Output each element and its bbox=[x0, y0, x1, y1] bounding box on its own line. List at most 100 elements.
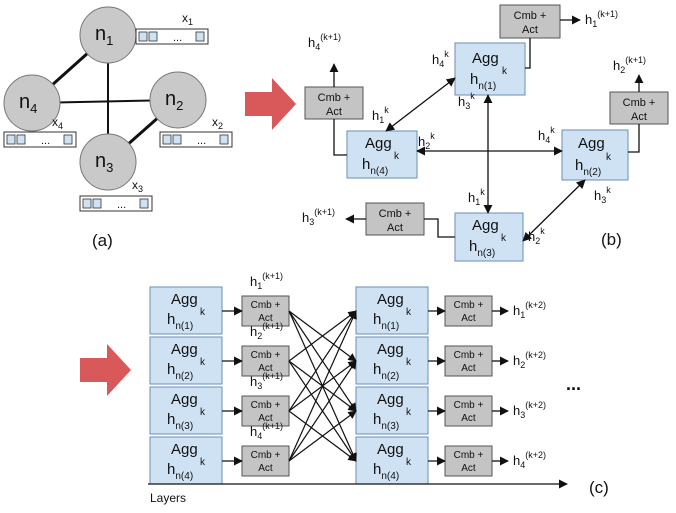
transition-arrow-a-b bbox=[245, 78, 296, 130]
svg-text:n2: n2 bbox=[165, 88, 183, 113]
agg-label-c-l2-3: Agg bbox=[377, 391, 404, 408]
agg-box-b-n2: Agg hn(2) k bbox=[561, 129, 629, 181]
panel-label-a: (a) bbox=[92, 231, 113, 250]
connector-b-3 bbox=[424, 218, 455, 238]
svg-text:x4: x4 bbox=[52, 115, 63, 131]
msg-label-b-h3k-top: h3k bbox=[458, 91, 475, 111]
cmb-text1-c-l1-3: Cmb + bbox=[251, 400, 281, 411]
agg-box-b-n4: Agg hn(4) k bbox=[346, 130, 418, 179]
feature-vector-x4: x4 ... bbox=[3, 115, 77, 148]
cmb-box-c-l2-2 bbox=[444, 345, 493, 377]
agg-label-c-l1-3: Agg bbox=[171, 391, 198, 408]
cmb-text2-c-l1-4: Act bbox=[258, 463, 273, 474]
cmb-text2-c-l2-3: Act bbox=[461, 413, 476, 424]
agg-h-c-l1-1: hn(1) bbox=[167, 311, 193, 332]
agg-box-c-l1-n2 bbox=[149, 336, 223, 385]
svg-text:k: k bbox=[502, 66, 508, 77]
output-label-c-l2-h4: h4(k+2) bbox=[513, 450, 546, 470]
svg-text:...: ... bbox=[197, 135, 206, 147]
cmb-text1-c-l1-1: Cmb + bbox=[251, 300, 281, 311]
agg-label-c-l2-1: Agg bbox=[377, 291, 404, 308]
msg-label-b-h4k-right: h4k bbox=[538, 125, 555, 145]
agg-h-c-l2-3: hn(3) bbox=[373, 411, 399, 432]
panel-a: n1 n4 n2 n3 x1 ... x4 ... bbox=[3, 6, 233, 250]
output-label-c-l2-h1: h1(k+2) bbox=[513, 300, 546, 320]
svg-text:n4: n4 bbox=[19, 91, 37, 116]
connector-b-1 bbox=[525, 38, 531, 69]
agg-box-c-l1-n4 bbox=[149, 436, 223, 485]
cmb-text2-c-l1-3: Act bbox=[258, 413, 273, 424]
agg-label-c-l1-1: Agg bbox=[171, 291, 198, 308]
msg-label-b-h1k-left: h1k bbox=[372, 105, 389, 125]
agg-label-c-l1-2: Agg bbox=[171, 341, 198, 358]
cmb-text2-c-l1-1: Act bbox=[258, 313, 273, 324]
agg-label-c-l1-4: Agg bbox=[171, 441, 198, 458]
graph-node-n4: n4 bbox=[3, 74, 61, 132]
agg-k-c-l2-3: k bbox=[406, 407, 412, 418]
panel-b: Agg hn(1) k Agg hn(4) k Agg hn(2) k Agg … bbox=[302, 4, 669, 262]
output-label-c-l2-h2: h2(k+2) bbox=[513, 350, 546, 370]
svg-text:k: k bbox=[501, 233, 507, 244]
svg-text:hn(3): hn(3) bbox=[469, 238, 495, 259]
output-label-c-l1-h4: h4(k+1) bbox=[250, 421, 283, 441]
cmb-text2-c-l2-1: Act bbox=[461, 313, 476, 324]
agg-label-c-l2-2: Agg bbox=[377, 341, 404, 358]
svg-text:Cmb +: Cmb + bbox=[514, 10, 547, 22]
panel-label-b: (b) bbox=[601, 230, 622, 249]
cmb-text1-c-l1-4: Cmb + bbox=[251, 450, 281, 461]
cross-arrow-c-2-1 bbox=[288, 310, 357, 362]
agg-box-c-l1-n3 bbox=[149, 386, 223, 435]
cmb-box-c-l1-1 bbox=[241, 295, 290, 327]
svg-text:hn(2): hn(2) bbox=[575, 157, 601, 178]
agg-h-c-l2-1: hn(1) bbox=[373, 311, 399, 332]
cmb-text1-c-l2-2: Cmb + bbox=[454, 350, 484, 361]
connector-b-4 bbox=[333, 119, 347, 156]
agg-h-c-l1-3: hn(3) bbox=[167, 411, 193, 432]
agg-h-c-l2-2: hn(2) bbox=[373, 361, 399, 382]
svg-text:Cmb +: Cmb + bbox=[379, 208, 412, 220]
agg-k-c-l2-2: k bbox=[406, 357, 412, 368]
svg-text:Agg: Agg bbox=[472, 50, 499, 67]
agg-k-c-l1-1: k bbox=[200, 307, 206, 318]
msg-label-b-h1k-bottom: h1k bbox=[468, 187, 485, 207]
agg-k-c-l1-4: k bbox=[200, 457, 206, 468]
cross-arrow-c-4-3 bbox=[288, 410, 357, 462]
graph-node-n1: n1 bbox=[79, 6, 137, 64]
cmb-box-c-l2-1 bbox=[444, 295, 493, 327]
cmb-text2-c-l2-4: Act bbox=[461, 463, 476, 474]
svg-text:hn(1): hn(1) bbox=[470, 71, 496, 92]
svg-text:Agg: Agg bbox=[365, 135, 392, 152]
feature-vector-x3: x3 ... bbox=[79, 178, 153, 212]
agg-k-c-l2-1: k bbox=[406, 307, 412, 318]
svg-text:x2: x2 bbox=[212, 115, 223, 131]
svg-text:Cmb +: Cmb + bbox=[318, 92, 351, 104]
output-label-b-h1: h1(k+1) bbox=[585, 9, 618, 29]
cmb-box-c-l2-3 bbox=[444, 395, 493, 427]
agg-box-c-l2-n2 bbox=[355, 336, 429, 385]
svg-text:Act: Act bbox=[522, 24, 538, 36]
agg-h-c-l1-2: hn(2) bbox=[167, 361, 193, 382]
cross-arrow-c-3-1 bbox=[288, 310, 357, 412]
agg-h-c-l2-4: hn(4) bbox=[373, 461, 399, 482]
agg-box-b-n3: Agg hn(3) k bbox=[454, 212, 524, 262]
msg-arrow-n2-n3 bbox=[522, 179, 586, 242]
cmb-box-b-3: Cmb + Act bbox=[365, 202, 425, 236]
continuation-ellipsis: ... bbox=[566, 374, 581, 394]
agg-h-c-l1-4: hn(4) bbox=[167, 461, 193, 482]
graph-node-n3: n3 bbox=[79, 133, 137, 191]
svg-text:n3: n3 bbox=[95, 150, 113, 175]
output-label-b-h2: h2(k+1) bbox=[613, 55, 646, 75]
cmb-text1-c-l2-3: Cmb + bbox=[454, 400, 484, 411]
svg-text:hn(4): hn(4) bbox=[362, 156, 388, 177]
svg-text:Agg: Agg bbox=[472, 217, 499, 234]
output-label-c-l1-h2: h2(k+1) bbox=[250, 321, 283, 341]
layers-label: Layers bbox=[150, 491, 186, 505]
cmb-text1-c-l2-1: Cmb + bbox=[454, 300, 484, 311]
msg-label-b-h2k-left: h2k bbox=[418, 131, 435, 151]
transition-arrow-to-c bbox=[80, 344, 131, 396]
msg-label-b-h2k-bottom: h2k bbox=[528, 226, 545, 246]
cross-arrow-c-4-2 bbox=[288, 360, 357, 462]
